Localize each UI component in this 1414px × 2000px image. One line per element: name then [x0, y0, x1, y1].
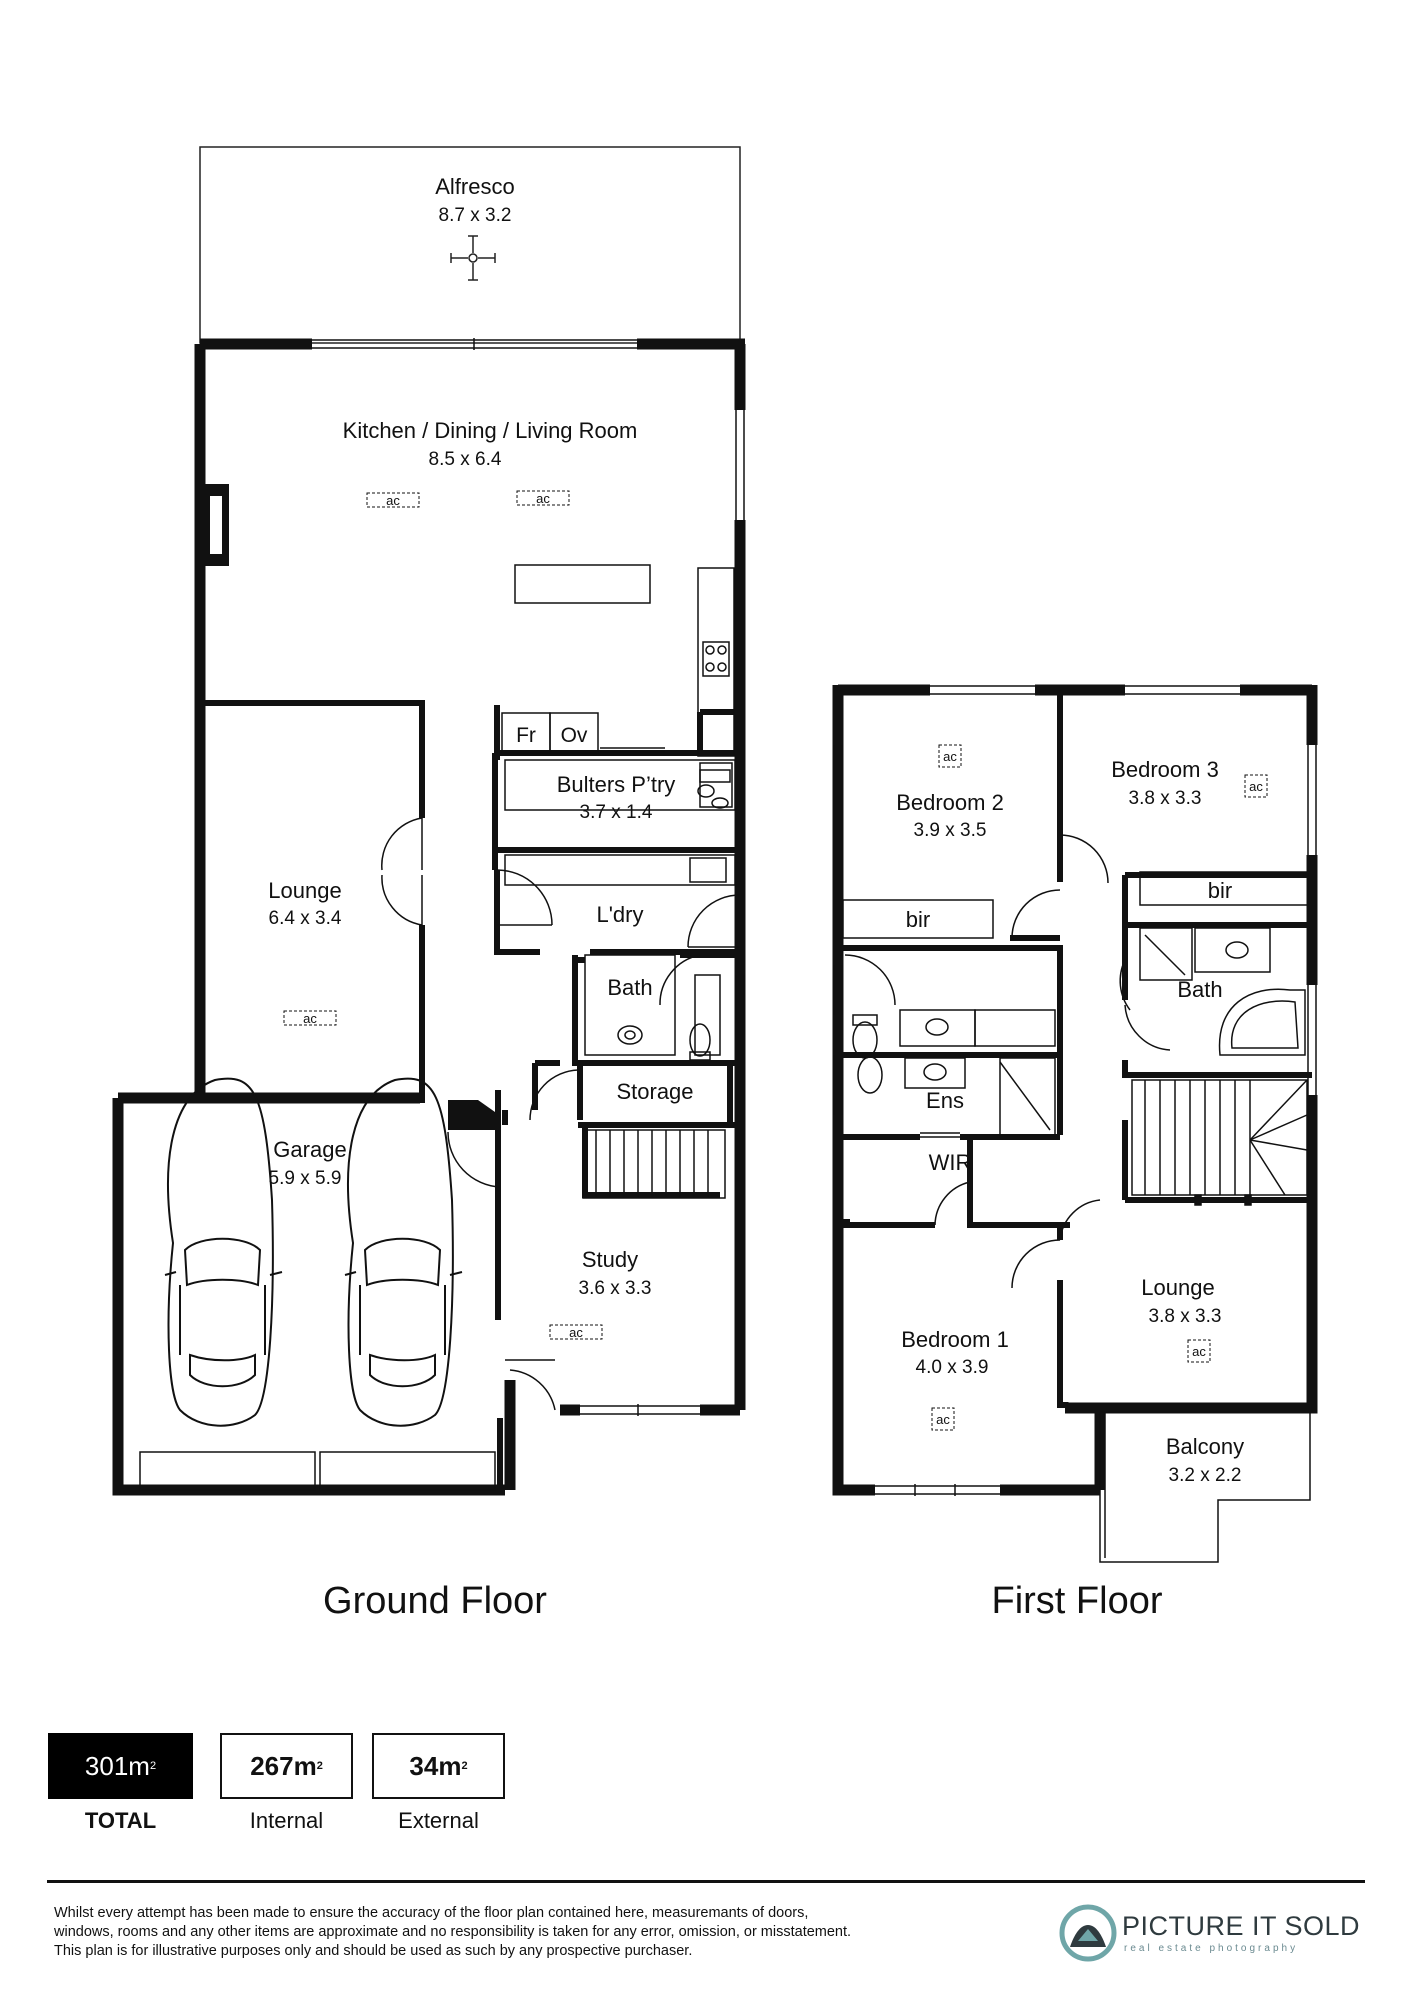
external-area-unit: 2 [461, 1760, 468, 1772]
garage-name: Garage [273, 1137, 346, 1162]
fridge-label: Fr [516, 724, 536, 747]
car-icon [164, 1077, 283, 1427]
ceiling-fan-icon [450, 235, 496, 281]
bedroom3-size: 3.8 x 3.3 [1129, 788, 1202, 809]
first-windows [833, 685, 1317, 1496]
bedroom1-name: Bedroom 1 [901, 1327, 1009, 1352]
garage-wall-corner [448, 1100, 495, 1130]
external-area-value: 34m [409, 1750, 462, 1781]
ac-unit-markers [283, 490, 603, 1340]
internal-area-unit: 2 [316, 1760, 323, 1772]
laundry-name: L'dry [597, 902, 644, 927]
first-floor: ac ac ac ac Bedroom 2 3.9 x 3.5 Bedroom … [832, 684, 1318, 1563]
balcony-size: 3.2 x 2.2 [1169, 1465, 1242, 1486]
ac-unit-markers [931, 744, 1268, 1431]
lounge-size: 6.4 x 3.4 [269, 908, 342, 929]
ens-name: Ens [926, 1088, 964, 1113]
brand-logo: PICTURE IT SOLD real estate photography [1058, 1903, 1378, 1963]
total-area-unit: 2 [149, 1760, 157, 1772]
bir-label: bir [1208, 878, 1232, 903]
storage-name: Storage [616, 1079, 693, 1104]
butlers-name: Bulters P’try [557, 772, 676, 797]
alfresco-outline [199, 146, 741, 344]
lounge-size: 3.8 x 3.3 [1149, 1306, 1222, 1327]
ac-label: ac [943, 749, 957, 764]
bedroom2-name: Bedroom 2 [896, 790, 1004, 815]
kitchen-fixtures [501, 564, 736, 1056]
first-stairs [1131, 1079, 1308, 1206]
ground-windows [139, 338, 745, 1491]
disclaimer-line: windows, rooms and any other items are a… [54, 1924, 852, 1940]
lounge-name: Lounge [268, 878, 341, 903]
balcony-outline [1099, 1412, 1311, 1563]
alfresco-size: 8.7 x 3.2 [439, 205, 512, 226]
study-name: Study [582, 1247, 638, 1272]
first-floor-title: First Floor [991, 1580, 1163, 1622]
ground-floor: Alfresco 8.7 x 3.2 Kitchen / Dining / Li… [112, 146, 746, 1496]
footer-divider [47, 1880, 1365, 1883]
first-doors [844, 834, 1171, 1289]
oven-label: Ov [561, 724, 588, 747]
car-icon [344, 1077, 463, 1427]
total-area-value: 301m [84, 1750, 150, 1781]
ac-label: ac [569, 1325, 583, 1340]
bedroom1-size: 4.0 x 3.9 [916, 1357, 989, 1378]
ground-doors [381, 817, 741, 1411]
disclaimer-line: Whilst every attempt has been made to en… [54, 1905, 809, 1921]
lounge-name: Lounge [1141, 1275, 1214, 1300]
ac-label: ac [536, 491, 550, 506]
ground-stairs [582, 1129, 726, 1199]
bath-name: Bath [607, 975, 652, 1000]
total-area-label: TOTAL [84, 1808, 157, 1833]
alfresco-name: Alfresco [435, 174, 514, 199]
house-logo-icon [1059, 1904, 1117, 1962]
disclaimer: Whilst every attempt has been made to en… [54, 1904, 954, 1961]
internal-area-value: 267m [250, 1750, 317, 1781]
kitchen-name: Kitchen / Dining / Living Room [343, 418, 638, 443]
brand-tagline: real estate photography [1124, 1943, 1299, 1954]
wir-name: WIR [929, 1150, 972, 1175]
bir-label: bir [906, 907, 930, 932]
ground-floor-title: Ground Floor [323, 1580, 547, 1622]
bedroom2-size: 3.9 x 3.5 [914, 820, 987, 841]
first-interior-walls [840, 690, 1312, 1408]
study-size: 3.6 x 3.3 [579, 1278, 652, 1299]
butlers-size: 3.7 x 1.4 [580, 802, 653, 823]
garage-size: 5.9 x 5.9 [269, 1168, 342, 1189]
brand-name: PICTURE IT SOLD [1122, 1911, 1361, 1941]
kitchen-size: 8.5 x 6.4 [429, 449, 502, 470]
external-area-label: External [398, 1808, 479, 1833]
bath-name: Bath [1177, 977, 1222, 1002]
first-fixtures [842, 871, 1309, 1138]
balcony-name: Balcony [1166, 1434, 1244, 1459]
ground-interior-walls [200, 700, 740, 1490]
internal-area-label: Internal [249, 1808, 324, 1833]
bedroom3-name: Bedroom 3 [1111, 757, 1219, 782]
ac-label: ac [1192, 1344, 1206, 1359]
ground-sanitary [617, 769, 731, 1061]
ac-label: ac [1249, 779, 1263, 794]
disclaimer-line: This plan is for illustrative purposes o… [54, 1943, 693, 1959]
ac-label: ac [303, 1011, 317, 1026]
ac-label: ac [936, 1412, 950, 1427]
ac-label: ac [386, 493, 400, 508]
